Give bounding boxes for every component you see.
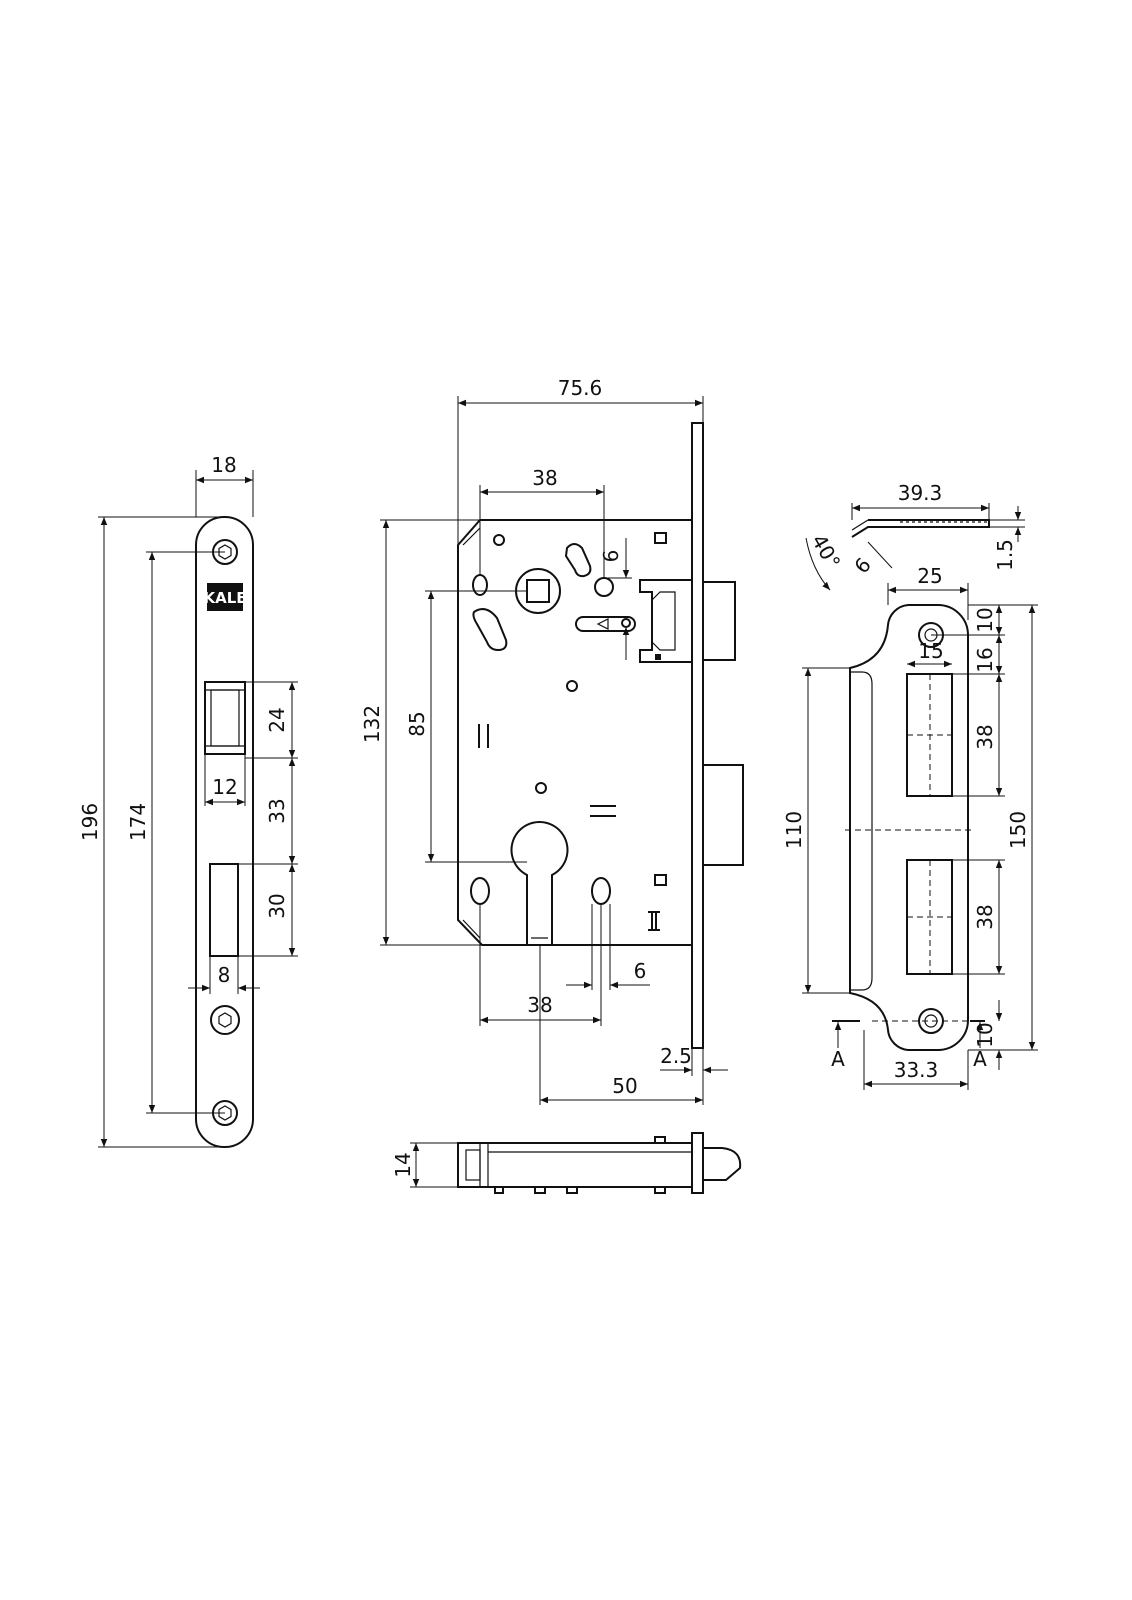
side-body (457, 1142, 693, 1188)
dim-latch-height: 24 (245, 681, 298, 759)
dim-strike-lip: 6 (849, 541, 893, 578)
dim-strike-hole-width: 25 (887, 564, 969, 620)
body-faceplate-strip (691, 422, 704, 1049)
dim-overall-width: 75.6 (457, 376, 704, 545)
bolt-opening (209, 863, 239, 957)
dim-label-strike-top-offset: 10 (973, 607, 997, 632)
dim-label-strike-lip: 6 (849, 553, 876, 578)
lock-case-outline (457, 519, 693, 946)
dim-faceplate-width: 18 (195, 453, 254, 517)
dim-strike-top-offset: 10 (931, 604, 1005, 636)
dim-strike-span: 110 (782, 667, 850, 994)
dim-label-strike-thickness: 1.5 (993, 539, 1017, 571)
dim-label-strike-angle: 40° (807, 530, 846, 573)
lock-body-view: 75.6 38 6 132 85 (360, 376, 744, 1105)
dim-bolt-height: 30 (238, 864, 298, 957)
dim-label-faceplate-width: 18 (211, 453, 236, 477)
dim-label-latch-height: 24 (265, 707, 289, 732)
square-top-right (654, 532, 667, 544)
slot-lower-right (591, 877, 611, 905)
hole-center-lower (535, 782, 547, 794)
marks-horizontal (590, 805, 616, 817)
section-label-right: A (973, 1047, 987, 1071)
dim-strike-length: 150 (968, 604, 1038, 1051)
dim-label-slot-width: 6 (634, 959, 647, 983)
hole-top-left (472, 574, 488, 596)
dim-label-strike-span: 110 (782, 811, 806, 849)
dim-faceplate-thickness: 2.5 (660, 1044, 728, 1076)
h-mark (648, 911, 660, 931)
section-label-left: A (831, 1047, 845, 1071)
dim-label-strike-length: 150 (1006, 811, 1030, 849)
dim-strike-base-width: 33.3 (863, 1030, 969, 1090)
dim-strike-angle: 40° (805, 530, 846, 591)
dim-strike-width: 39.3 (851, 481, 990, 520)
faceplate-view: KALE 18 (78, 453, 298, 1148)
section-marker-left: A (831, 1020, 860, 1071)
hole-6mm (594, 577, 614, 597)
dim-label-spindle-hole: 38 (532, 466, 557, 490)
dim-overall-length: 196 (78, 516, 225, 1148)
strike-profile-view: 39.3 1.5 40° 6 (805, 481, 1025, 591)
dim-slot-width: 6 (566, 904, 650, 990)
dim-center-distance: 85 (405, 590, 527, 863)
dim-bolt-width: 8 (188, 956, 260, 994)
dim-label-strike-hole-gap: 16 (973, 647, 997, 672)
dim-latch-width: 12 (204, 754, 246, 806)
dim-label-latch-bolt-gap: 33 (265, 798, 289, 823)
dim-label-body-height: 132 (360, 705, 384, 743)
section-marker-right: A (970, 1020, 987, 1071)
dim-opening1-height: 38 (952, 674, 1005, 797)
dim-body-thickness: 14 (391, 1142, 458, 1188)
hole-center-upper (566, 680, 578, 692)
dim-label-overall-width: 75.6 (558, 376, 603, 400)
dim-label-bolt-height: 30 (265, 893, 289, 918)
dim-label-strike-hole-width: 25 (917, 564, 942, 588)
faceplate-outline (195, 516, 254, 1148)
dim-label-latch-width: 12 (212, 775, 237, 799)
dim-label-bolt-width: 8 (218, 963, 231, 987)
logo-text: KALE (203, 589, 246, 607)
dim-label-slot-offset: 6 (599, 550, 623, 563)
dim-label-center-distance: 85 (405, 711, 429, 736)
deadbolt (702, 764, 744, 866)
lock-side-view: 14 (391, 1132, 742, 1194)
dim-slot-offset: 6 (599, 538, 632, 660)
strike-front-view: 25 15 10 16 38 38 (782, 564, 1038, 1090)
hole-small-top (493, 534, 505, 546)
strike-outline (849, 604, 969, 1051)
dim-opening-width: 15 (907, 639, 952, 668)
dim-label-strike-width: 39.3 (898, 481, 943, 505)
dim-label-screw-spacing: 174 (126, 803, 150, 841)
dim-backset: 50 (539, 945, 704, 1105)
slot-curved-left (472, 608, 508, 652)
dim-strike-hole-gap: 16 (952, 635, 1005, 675)
dim-body-height: 132 (360, 519, 482, 946)
slot-lower-left (470, 877, 490, 905)
dim-latch-bolt-gap: 33 (238, 758, 298, 865)
screw-middle (210, 1005, 240, 1035)
slot-curved-right (564, 543, 592, 578)
dim-label-strike-base-width: 33.3 (894, 1058, 939, 1082)
dim-label-opening1-height: 38 (973, 724, 997, 749)
dim-strike-thickness: 1.5 (989, 506, 1025, 571)
dim-label-opening2-height: 38 (973, 904, 997, 929)
cylinder-cutout (510, 821, 569, 945)
dim-label-backset: 50 (612, 1074, 637, 1098)
brand-logo: KALE (203, 583, 247, 611)
latch-bolt (639, 579, 736, 663)
dim-label-strike-bottom-offset: 10 (973, 1022, 997, 1047)
dim-label-overall-length: 196 (78, 803, 102, 841)
dim-opening2-height: 38 (952, 859, 1005, 975)
marks-vertical (478, 724, 489, 748)
latch-opening (204, 681, 246, 755)
dim-screw-spacing: 174 (126, 551, 225, 1114)
dim-label-body-thickness: 14 (391, 1152, 415, 1177)
dim-spindle-hole: 38 (479, 466, 605, 578)
dim-label-opening-width: 15 (918, 639, 943, 663)
dim-label-faceplate-thickness: 2.5 (660, 1044, 692, 1068)
square-bottom-right (654, 874, 667, 886)
